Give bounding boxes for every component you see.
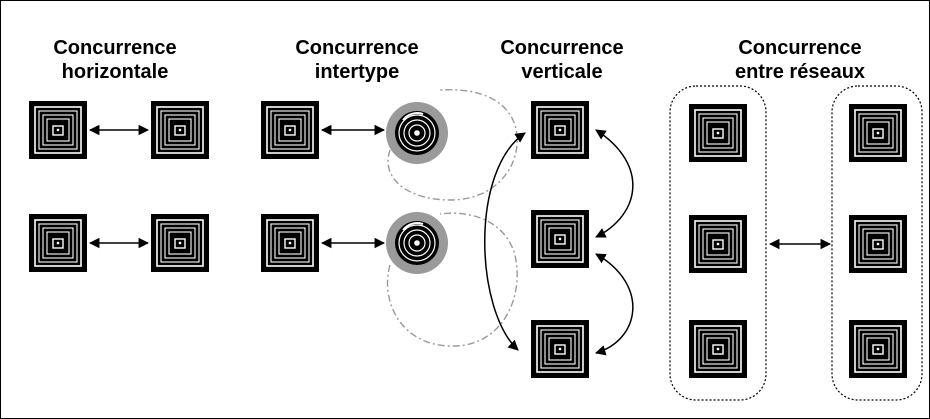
- title-vertical: Concurrence verticale: [467, 36, 657, 84]
- network-group-right: [831, 85, 923, 401]
- store-vertical-1: [531, 101, 589, 159]
- stores: [29, 101, 907, 378]
- store-horizontal-2: [151, 101, 209, 159]
- network-group-left: [669, 85, 767, 401]
- title-networks-line2: entre réseaux: [734, 61, 866, 83]
- store-network-left-2: [689, 215, 747, 273]
- store-horizontal-3: [29, 214, 87, 272]
- dashed-loop-bottom: [386, 212, 518, 347]
- arrow-vertical-1-2: [595, 129, 634, 238]
- store-network-left-1: [689, 104, 747, 162]
- store-network-right-1: [849, 104, 907, 162]
- title-vertical-line1: Concurrence: [500, 37, 624, 59]
- title-horizontal: Concurrence horizontale: [20, 36, 210, 84]
- intertype-dashed-links: [386, 88, 518, 347]
- title-intertype: Concurrence intertype: [262, 36, 452, 84]
- arrow-vertical-1-3: [484, 132, 526, 351]
- store-network-right-3: [849, 320, 907, 378]
- title-vertical-line2: verticale: [521, 61, 603, 83]
- store-network-right-2: [849, 215, 907, 273]
- arrow-vertical-2-3: [594, 253, 634, 356]
- title-networks: Concurrence entre réseaux: [690, 36, 910, 84]
- title-horizontal-line1: Concurrence: [53, 37, 177, 59]
- arrows: [88, 124, 832, 356]
- title-intertype-line2: intertype: [314, 61, 400, 83]
- store-intertype-1: [261, 101, 319, 159]
- dashed-loop-top: [387, 88, 518, 201]
- store-vertical-3: [531, 320, 589, 378]
- store-network-left-3: [689, 320, 747, 378]
- title-intertype-line1: Concurrence: [295, 37, 419, 59]
- store-vertical-2: [531, 210, 589, 268]
- title-networks-line1: Concurrence: [738, 37, 862, 59]
- store-horizontal-4: [151, 214, 209, 272]
- store-intertype-circle-1: [386, 102, 448, 164]
- store-intertype-2: [261, 214, 319, 272]
- store-intertype-circle-2: [386, 212, 448, 274]
- title-horizontal-line2: horizontale: [61, 61, 169, 83]
- store-horizontal-1: [29, 101, 87, 159]
- network-groups: [669, 85, 923, 401]
